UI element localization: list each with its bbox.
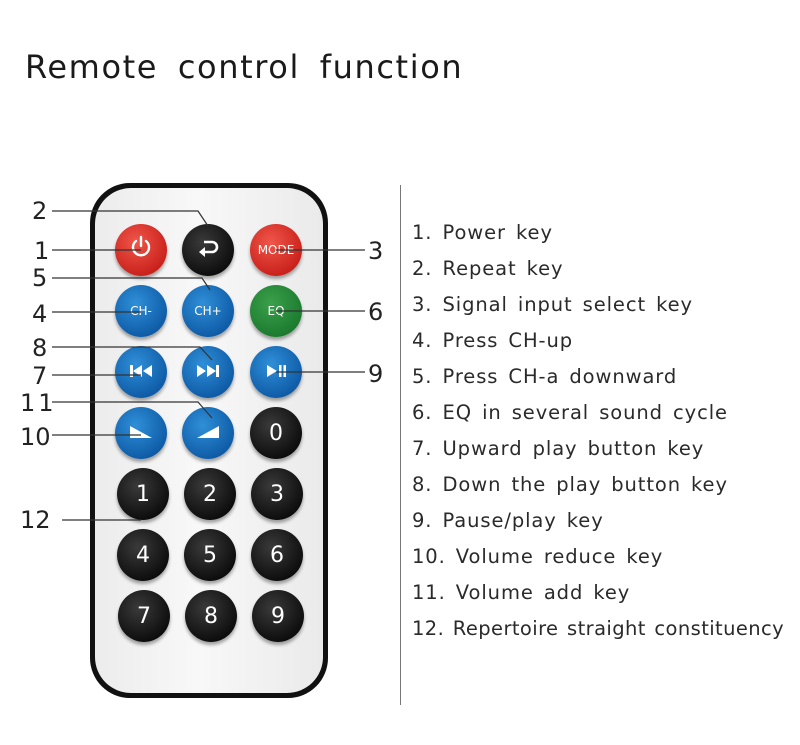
volume-down-button[interactable] <box>115 407 167 459</box>
callout-9: 9 <box>368 360 384 388</box>
previous-icon <box>128 360 154 385</box>
callout-8: 8 <box>32 334 48 362</box>
page-title: Remote control function <box>25 48 464 86</box>
next-icon <box>195 360 221 385</box>
callout-11: 11 <box>20 389 57 417</box>
number-key-7[interactable]: 7 <box>118 590 170 642</box>
number-key-label: 7 <box>137 603 151 629</box>
number-key-label: 9 <box>271 603 285 629</box>
number-key-8[interactable]: 8 <box>185 590 237 642</box>
divider <box>400 185 401 705</box>
number-key-4[interactable]: 4 <box>117 529 169 581</box>
number-key-5[interactable]: 5 <box>184 529 236 581</box>
volume-up-icon <box>195 421 221 446</box>
number-key-label: 1 <box>136 481 150 507</box>
number-key-label: 2 <box>203 481 217 507</box>
next-button[interactable] <box>182 346 234 398</box>
callout-5: 5 <box>32 264 48 292</box>
number-key-label: 8 <box>204 603 218 629</box>
ch-minus-button[interactable]: CH- <box>115 285 167 337</box>
play-pause-icon <box>264 360 288 385</box>
callout-3: 3 <box>368 237 384 265</box>
number-key-9[interactable]: 9 <box>252 590 304 642</box>
function-item-6: 6. EQ in several sound cycle <box>412 401 728 424</box>
power-icon <box>128 234 154 266</box>
ch-plus-button[interactable]: CH+ <box>182 285 234 337</box>
function-item-3: 3. Signal input select key <box>412 293 693 316</box>
number-key-label: 3 <box>270 481 284 507</box>
function-item-1: 1. Power key <box>412 221 553 244</box>
ch-plus-label: CH+ <box>194 304 222 318</box>
number-key-0[interactable]: 0 <box>250 407 302 459</box>
function-item-12: 12. Repertoire straight constituency <box>412 617 785 640</box>
previous-button[interactable] <box>115 346 167 398</box>
volume-up-button[interactable] <box>182 407 234 459</box>
callout-6: 6 <box>368 298 384 326</box>
ch-minus-label: CH- <box>130 304 152 318</box>
function-item-7: 7. Upward play button key <box>412 437 705 460</box>
number-key-label: 5 <box>203 542 217 568</box>
number-key-label: 4 <box>136 542 150 568</box>
function-item-4: 4. Press CH-up <box>412 329 573 352</box>
callout-4: 4 <box>32 300 48 328</box>
callout-line-2 <box>52 210 209 227</box>
number-key-label: 0 <box>269 420 283 446</box>
callout-7: 7 <box>32 362 48 390</box>
function-item-8: 8. Down the play button key <box>412 473 728 496</box>
callout-line-5 <box>52 277 211 291</box>
repeat-button[interactable] <box>182 224 234 276</box>
callout-10: 10 <box>20 423 51 451</box>
callout-1: 1 <box>34 237 50 265</box>
function-item-9: 9. Pause/play key <box>412 509 604 532</box>
function-item-5: 5. Press CH-a downward <box>412 365 678 388</box>
number-key-2[interactable]: 2 <box>184 468 236 520</box>
power-button[interactable] <box>115 224 167 276</box>
callout-12: 12 <box>20 506 51 534</box>
number-key-1[interactable]: 1 <box>117 468 169 520</box>
repeat-icon <box>195 234 221 266</box>
callout-line-8 <box>52 346 213 361</box>
number-key-6[interactable]: 6 <box>251 529 303 581</box>
function-item-10: 10. Volume reduce key <box>412 545 664 568</box>
function-item-11: 11. Volume add key <box>412 581 631 604</box>
callout-line-11 <box>52 401 213 419</box>
number-key-label: 6 <box>270 542 284 568</box>
callout-2: 2 <box>32 197 48 225</box>
function-item-2: 2. Repeat key <box>412 257 564 280</box>
number-key-3[interactable]: 3 <box>251 468 303 520</box>
